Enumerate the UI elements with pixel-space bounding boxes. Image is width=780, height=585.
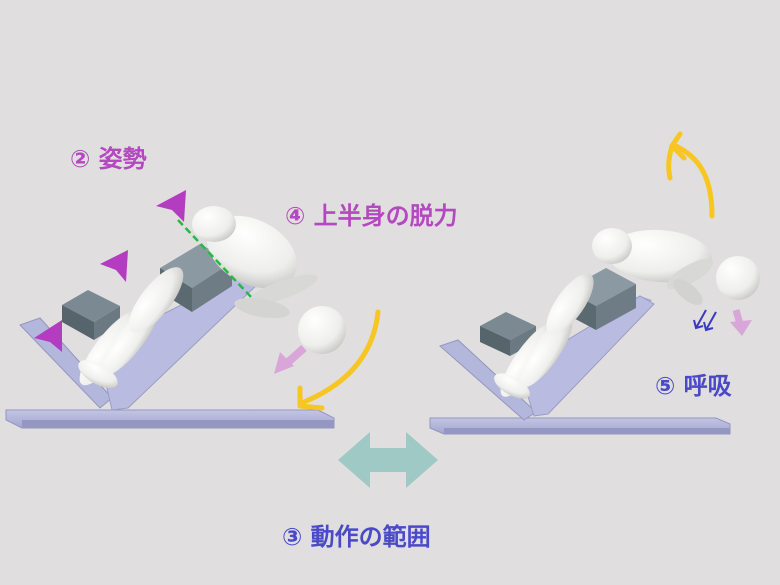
marker-middle	[100, 250, 128, 282]
left-figure	[78, 206, 346, 388]
left-foot-pad	[62, 290, 120, 322]
label-range-of-motion: ③ 動作の範囲	[282, 523, 431, 551]
teal-double-arrow	[338, 432, 438, 488]
yellow-down-arrow	[301, 309, 381, 405]
marker-upper	[156, 190, 186, 222]
pink-arrow-right	[730, 309, 752, 336]
pink-arrow-left	[274, 345, 307, 374]
label-upper-body-relax: ④ 上半身の脱力	[285, 202, 458, 230]
yellow-up-arrow	[673, 143, 715, 219]
label-breathing: ⑤ 呼吸	[655, 372, 732, 400]
right-foot-pad	[480, 312, 536, 340]
breath-arrows	[693, 309, 717, 332]
posture-line	[177, 219, 253, 299]
right-figure	[494, 228, 760, 399]
marker-lower	[34, 320, 62, 352]
label-posture: ② 姿勢	[70, 145, 147, 173]
